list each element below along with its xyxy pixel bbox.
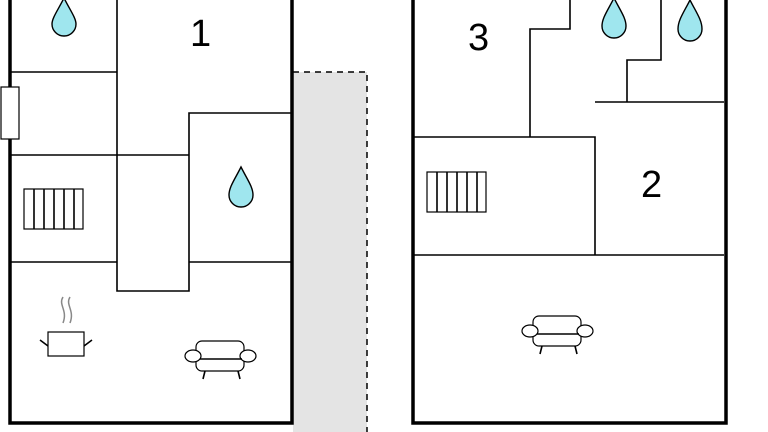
- interior-wall: [413, 0, 724, 256]
- outer-wall: [8, 0, 294, 425]
- water-drop-icon: [677, 0, 703, 42]
- cooking-pot-icon: [39, 296, 93, 357]
- room-label-1: 1: [190, 13, 211, 55]
- room-label-3: 3: [468, 17, 489, 59]
- water-drop-icon: [51, 0, 77, 37]
- water-drop-icon: [228, 165, 254, 208]
- door-icon: [0, 86, 20, 140]
- terrace-area: [293, 72, 367, 432]
- interior-wall: [116, 0, 292, 292]
- radiator-icon: [426, 171, 487, 213]
- room-label-2: 2: [641, 164, 662, 206]
- sofa-icon: [184, 340, 257, 380]
- terrace-outline: [293, 71, 368, 432]
- sofa-icon: [521, 315, 594, 355]
- radiator-icon: [23, 188, 84, 230]
- floor-plan-right: 3 2: [411, 0, 728, 425]
- outer-wall: [411, 0, 728, 425]
- interior-wall: [10, 71, 292, 263]
- floor-plan-left: 1: [0, 0, 368, 432]
- water-drop-icon: [601, 0, 627, 39]
